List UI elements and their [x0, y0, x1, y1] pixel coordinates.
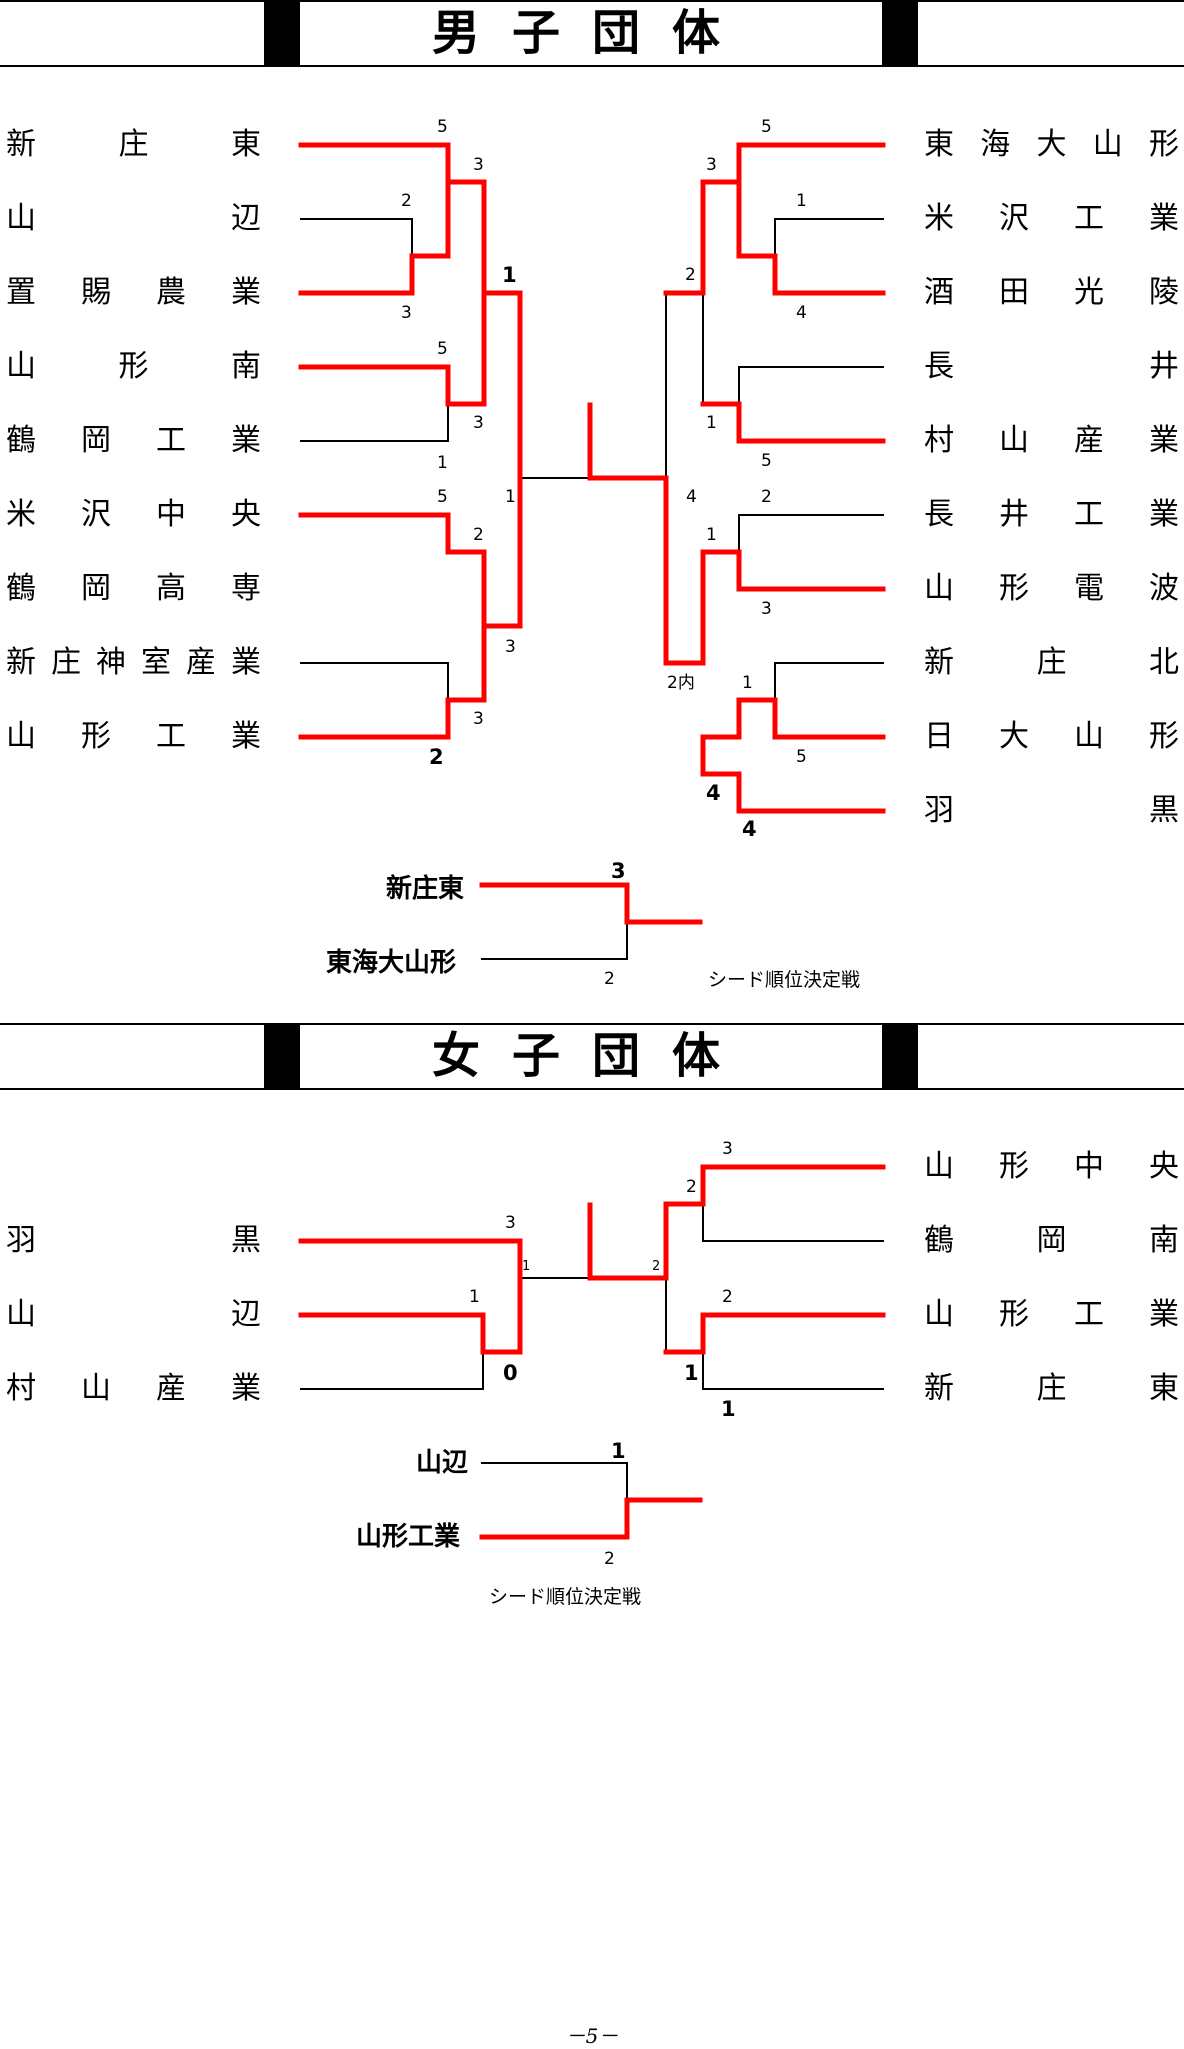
score-label: 3 [473, 709, 484, 729]
score-label: 5 [437, 117, 448, 137]
score-label: 1 [721, 1397, 736, 1421]
score-label: 2 [401, 191, 412, 211]
men-right-team: 東海大山形 [924, 127, 1179, 162]
score-label: 1 [706, 525, 717, 545]
men-left-team: 新庄東 [6, 127, 261, 162]
men-left-team: 新庄神室産業 [6, 645, 261, 680]
score-label: 4 [796, 303, 807, 323]
women-right-team: 鶴岡南 [924, 1223, 1179, 1258]
women-seed-team2: 山形工業 [356, 1522, 461, 1552]
men-right-team: 米沢工業 [924, 201, 1179, 236]
score-label: 2 [686, 1177, 697, 1197]
men-right-team: 長井 [924, 349, 1179, 384]
men-left-team: 山形工業 [6, 719, 261, 754]
men-seed-team2: 東海大山形 [326, 948, 457, 978]
score-label: 1 [437, 453, 448, 473]
men-right-team: 日大山形 [924, 719, 1179, 754]
men-right-team: 長井工業 [924, 497, 1179, 532]
men-left-team: 鶴岡高専 [6, 571, 261, 606]
score-label: 3 [505, 637, 516, 657]
men-left-team: 米沢中央 [6, 497, 261, 532]
score-label: 1 [684, 1361, 699, 1385]
score-label: 2 [685, 265, 696, 285]
score-label: 3 [401, 303, 412, 323]
score-label: 3 [722, 1139, 733, 1159]
score-label: 3 [761, 599, 772, 619]
score-label: 2 [761, 487, 772, 507]
women-right-team: 山形中央 [924, 1149, 1179, 1184]
seed-score: 1 [611, 1439, 626, 1463]
score-label: 2 [722, 1287, 733, 1307]
score-label: 4 [742, 817, 757, 841]
score-label: 2 [652, 1259, 660, 1274]
score-label: 2内 [667, 673, 695, 693]
women-seed-team1: 山辺 [416, 1448, 469, 1478]
score-label: 4 [706, 781, 721, 805]
score-label: 3 [706, 155, 717, 175]
page-number: －5－ [565, 2024, 619, 2048]
men-left-team: 置賜農業 [6, 275, 261, 310]
men-right-team: 羽黒 [924, 793, 1179, 828]
men-right-team: 酒田光陵 [924, 275, 1179, 310]
women-left-team: 村山産業 [6, 1371, 261, 1406]
men-left-team: 山形南 [6, 349, 261, 384]
women-title: 女子団体 [431, 1028, 752, 1084]
score-label: 5 [437, 339, 448, 359]
score-label: 1 [742, 673, 753, 693]
seed-score: 2 [604, 969, 615, 989]
men-seed-team1: 新庄東 [386, 874, 465, 904]
score-label: 1 [522, 1259, 530, 1274]
score-label: 1 [706, 413, 717, 433]
score-label: 5 [437, 487, 448, 507]
score-label: 5 [761, 117, 772, 137]
women-seed-caption: シード順位決定戦 [489, 1586, 642, 1608]
score-label: 1 [469, 1287, 480, 1307]
score-label: 5 [796, 747, 807, 767]
women-right-team: 新庄東 [924, 1371, 1179, 1406]
men-left-team: 山辺 [6, 201, 261, 236]
score-label: 4 [686, 487, 697, 507]
seed-score: 2 [604, 1549, 615, 1569]
women-right-team: 山形工業 [924, 1297, 1179, 1332]
seed-score: 3 [611, 859, 626, 883]
women-left-team: 羽黒 [6, 1223, 261, 1258]
score-label: 3 [473, 155, 484, 175]
men-right-team: 山形電波 [924, 571, 1179, 606]
score-label: 1 [505, 487, 516, 507]
men-title: 男子団体 [431, 5, 752, 61]
men-left-team: 鶴岡工業 [6, 423, 261, 458]
score-label: 0 [503, 1361, 518, 1385]
score-label: 3 [505, 1213, 516, 1233]
men-seed-caption: シード順位決定戦 [708, 969, 861, 991]
score-label: 2 [429, 745, 444, 769]
score-label: 1 [502, 263, 517, 287]
men-right-team: 新庄北 [924, 645, 1179, 680]
women-section-title: 女子団体 [0, 1023, 1184, 1090]
score-label: 3 [473, 413, 484, 433]
men-right-team: 村山産業 [924, 423, 1179, 458]
score-label: 1 [796, 191, 807, 211]
women-left-team: 山辺 [6, 1297, 261, 1332]
score-label: 5 [761, 451, 772, 471]
men-section-title: 男子団体 [0, 0, 1184, 67]
score-label: 2 [473, 525, 484, 545]
